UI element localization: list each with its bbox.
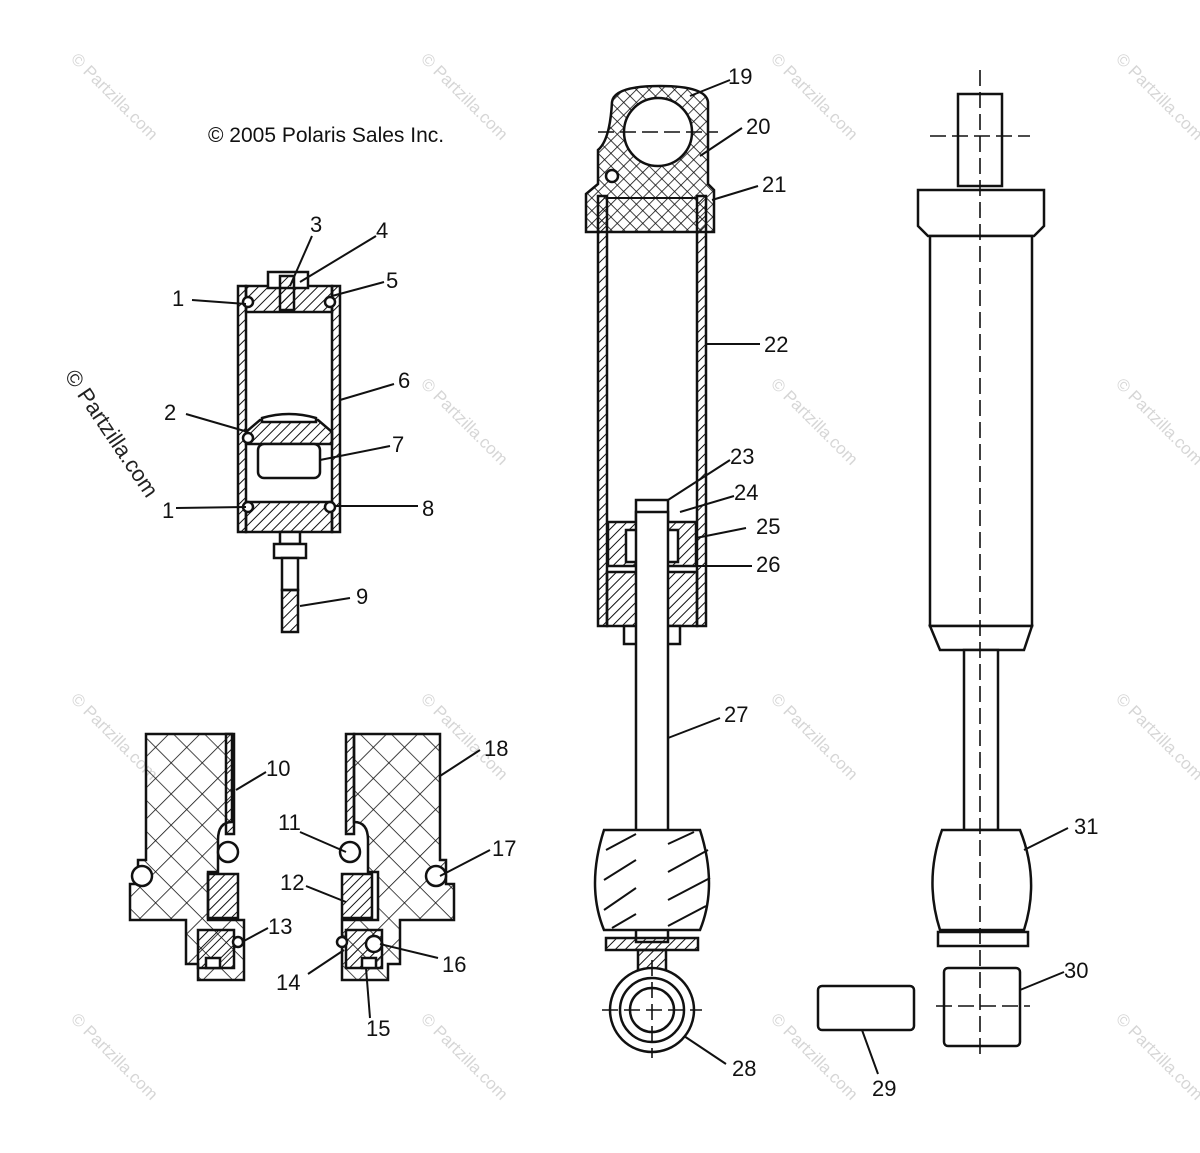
callout-29: 29 <box>872 1076 896 1101</box>
callout-2: 2 <box>164 400 176 425</box>
o-ring <box>241 431 255 445</box>
o-ring <box>424 864 448 888</box>
shock-cutaway <box>584 84 718 1058</box>
callout-6: 6 <box>398 368 410 393</box>
o-ring <box>364 934 384 954</box>
callout-21: 21 <box>762 172 786 197</box>
callout-25: 25 <box>756 514 780 539</box>
hose-barb <box>280 556 300 592</box>
bumper <box>593 828 711 932</box>
callout-20: 20 <box>746 114 770 139</box>
watermark: © Partzilla.com <box>767 374 861 468</box>
shaft-seal-left <box>206 872 240 920</box>
callout-22: 22 <box>764 332 788 357</box>
watermark: © Partzilla.com <box>67 49 161 143</box>
o-ring <box>323 500 337 514</box>
retaining-clip <box>204 956 222 970</box>
seal-head-detail <box>128 732 456 982</box>
callout-8: 8 <box>422 496 434 521</box>
callout-18: 18 <box>484 736 508 761</box>
ifp-piston <box>256 442 322 480</box>
watermark: © Partzilla.com <box>1112 1009 1200 1103</box>
callout-5: 5 <box>386 268 398 293</box>
o-ring-small <box>231 935 245 949</box>
hose-fitting <box>278 530 302 546</box>
body-tube <box>928 234 1034 628</box>
o-ring <box>130 864 154 888</box>
callout-30: 30 <box>1064 958 1088 983</box>
shaft-assembled <box>962 648 1000 832</box>
watermark: © Partzilla.com <box>1112 689 1200 783</box>
body-wall-right <box>695 194 708 628</box>
bumper-stripes <box>603 831 711 929</box>
watermark: © Partzilla.com <box>417 1009 511 1103</box>
callout-15: 15 <box>366 1016 390 1041</box>
bleed-screw <box>604 168 620 184</box>
callout-7: 7 <box>392 432 404 457</box>
o-ring <box>338 840 362 864</box>
watermark: © Partzilla.com <box>1112 49 1200 143</box>
callout-23: 23 <box>730 444 754 469</box>
seal-head-right <box>340 732 456 982</box>
reservoir-bottom-cap <box>244 500 334 534</box>
o-ring-small <box>335 935 349 949</box>
bumper-washer <box>604 936 700 952</box>
callout-4: 4 <box>376 218 388 243</box>
callout-14: 14 <box>276 970 300 995</box>
top-cap <box>916 188 1046 238</box>
watermark: © Partzilla.com <box>1112 374 1200 468</box>
shaft-wall-right <box>344 732 356 836</box>
callout-24: 24 <box>734 480 758 505</box>
copyright-text: © 2005 Polaris Sales Inc. <box>208 124 444 147</box>
side-watermark: © Partzilla.com <box>60 365 164 502</box>
body-wall-left <box>596 194 609 628</box>
callout-10: 10 <box>266 756 290 781</box>
hose <box>280 588 300 634</box>
watermark: © Partzilla.com <box>417 374 511 468</box>
washer-assembled <box>936 930 1030 948</box>
bumper-assembled <box>931 828 1033 932</box>
lower-eye-assembled <box>942 966 1022 1048</box>
callout-27: 27 <box>724 702 748 727</box>
callout-17: 17 <box>492 836 516 861</box>
callout-31: 31 <box>1074 814 1098 839</box>
o-ring <box>216 840 240 864</box>
shaft-wall-left <box>224 732 236 836</box>
body-seal-nut <box>928 624 1034 652</box>
watermark: © Partzilla.com <box>767 49 861 143</box>
reservoir-wall-left <box>236 284 248 534</box>
callout-12: 12 <box>280 870 304 895</box>
hose-nut <box>272 542 308 560</box>
ifp-bumper <box>260 412 318 424</box>
callout-13: 13 <box>268 914 292 939</box>
o-ring <box>323 295 337 309</box>
callout-19: 19 <box>728 64 752 89</box>
callout-3: 3 <box>310 212 322 237</box>
ifp-piston-top <box>244 418 334 446</box>
callout-26: 26 <box>756 552 780 577</box>
spacer <box>816 984 916 1032</box>
callout-1: 1 <box>172 286 184 311</box>
callout-16: 16 <box>442 952 466 977</box>
callout-1: 1 <box>162 498 174 523</box>
leader-lines <box>175 79 1069 1075</box>
shock-assembled <box>816 70 1046 1056</box>
o-ring <box>241 295 255 309</box>
retaining-clip <box>360 956 378 970</box>
callout-11: 11 <box>278 810 301 835</box>
callout-9: 9 <box>356 584 368 609</box>
callout-28: 28 <box>732 1056 756 1081</box>
watermark: © Partzilla.com <box>767 689 861 783</box>
callout-labels: 1 1 2 3 4 5 6 7 8 9 10 11 12 13 14 15 16… <box>162 64 1098 1101</box>
reservoir-wall-right <box>330 284 342 534</box>
watermark: © Partzilla.com <box>67 1009 161 1103</box>
shaft-seal-right <box>340 872 374 920</box>
reservoir-assembly <box>236 270 342 634</box>
